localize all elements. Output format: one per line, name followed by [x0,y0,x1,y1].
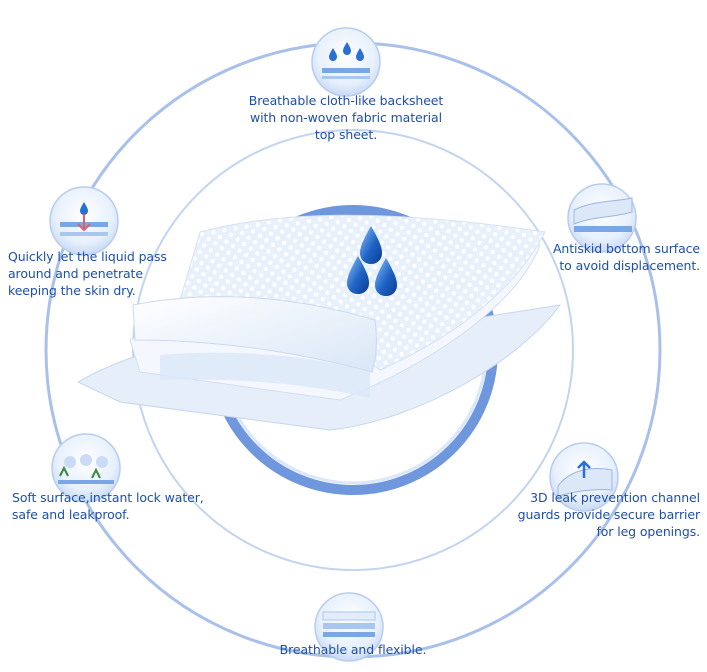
feature-caption-left-upper: Quickly let the liquid pass around and p… [8,248,208,299]
caption-line: for leg openings. [596,524,700,539]
caption-line: safe and leakproof. [12,507,130,522]
caption-line: with non-woven fabric material [250,110,442,125]
feature-icon-top [311,27,381,97]
breathable-layer-icon [322,611,376,637]
caption-line: 3D leak prevention channel [530,490,700,505]
caption-line: to avoid displacement. [559,258,700,273]
feature-icon-right-lower [549,442,619,512]
water-drop-icon [360,226,382,264]
caption-line: top sheet. [314,127,378,142]
water-drop-icon [375,258,397,296]
feature-icon-bottom [314,592,384,662]
caption-line: Breathable cloth-like backsheet [248,93,444,108]
leak-guard-icon [557,460,613,497]
caption-line: Quickly let the liquid pass [8,249,167,264]
caption-line: Soft surface,instant lock water, [12,490,204,505]
feature-icon-left-lower [51,433,121,503]
caption-line: guards provide secure barrier [517,507,700,522]
pad-illustration [76,214,562,431]
water-drop-icon [347,256,369,294]
antiskid-layer-icon [573,197,633,232]
feature-icon-left-upper [49,186,119,256]
caption-line: Antiskid bottom surface [552,241,700,256]
feature-caption-right-lower: 3D leak prevention channel guards provid… [480,489,700,540]
water-drops [347,226,397,296]
liquid-pass-icon [60,202,108,236]
feature-caption-left-lower: Soft surface,instant lock water, safe an… [12,489,222,523]
caption-line: keeping the skin dry. [8,283,136,298]
feature-caption-bottom: Breathable and flexible. [238,641,468,658]
soft-surface-icon [58,454,114,484]
feature-caption-top: Breathable cloth-like backsheet with non… [236,92,456,143]
feature-caption-right-upper: Antiskid bottom surface to avoid displac… [520,240,700,274]
water-drops-icon [322,42,370,79]
feature-icon-right-upper [567,183,637,253]
caption-line: Breathable and flexible. [279,642,427,657]
caption-line: around and penetrate [8,266,143,281]
